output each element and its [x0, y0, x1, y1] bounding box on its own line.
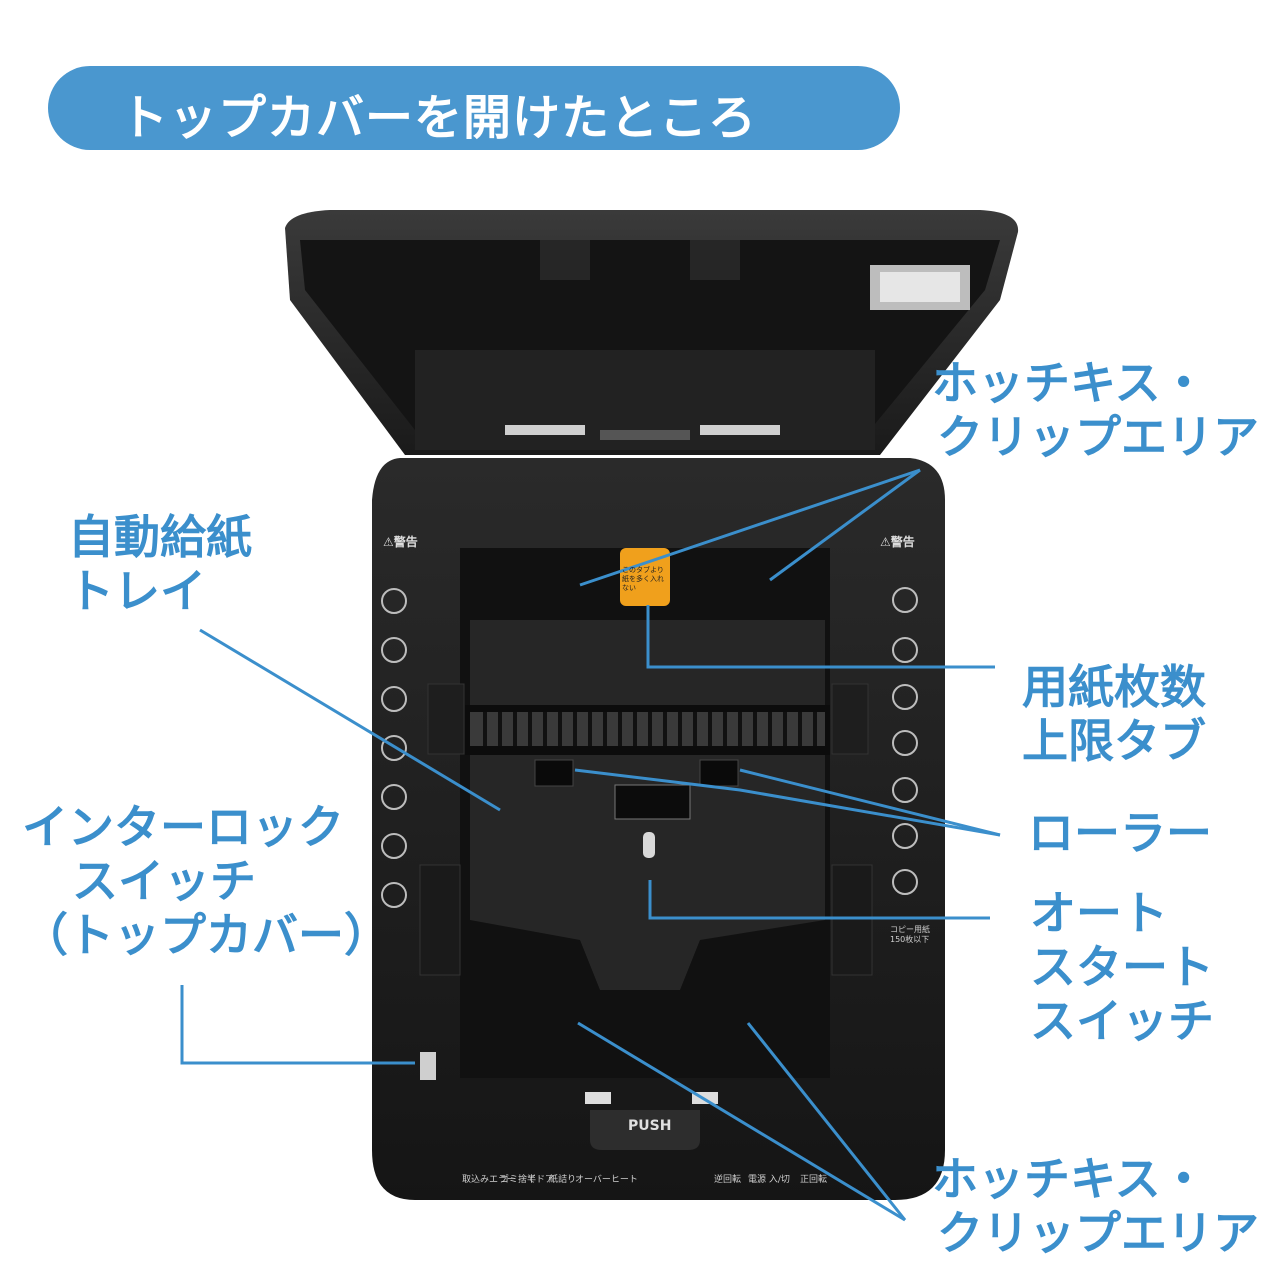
copy-paper-note: コピー用紙 150枚以下: [890, 925, 930, 944]
label-auto-start-switch: オート スタート スイッチ: [1030, 886, 1214, 1048]
page-title: トップカバーを開けたところ: [120, 90, 758, 146]
control-label: 逆回転: [714, 1175, 742, 1185]
control-label: 正回転: [800, 1175, 828, 1185]
shredder-body: [372, 458, 945, 1200]
control-label: 紙詰り: [549, 1175, 577, 1185]
control-label: 取込みエラー: [462, 1175, 517, 1185]
warning-label-right: ⚠警告: [880, 535, 915, 549]
control-label: 電源 入/切: [748, 1175, 790, 1185]
top-cover: [285, 210, 1019, 455]
control-label: ゴミ捨て: [500, 1175, 537, 1185]
label-staple-area-top: ホッチキス・ クリップエリア: [932, 356, 1259, 464]
warning-icons-left: [381, 588, 407, 908]
label-staple-area-bottom: ホッチキス・ クリップエリア: [932, 1152, 1259, 1260]
warning-icons-right: [892, 587, 918, 895]
label-paper-limit-tab: 用紙枚数 上限タブ: [1022, 660, 1206, 768]
push-button-label[interactable]: PUSH: [628, 1118, 672, 1134]
label-interlock-switch: インターロック スイッチ （トップカバー）: [22, 800, 390, 962]
control-label: 半ドア: [527, 1175, 555, 1185]
leader-lines: [180, 468, 1001, 1222]
warning-label-left: ⚠警告: [383, 535, 418, 549]
label-auto-feed-tray: 自動給紙 トレイ: [68, 510, 252, 618]
label-roller: ローラー: [1028, 806, 1212, 860]
control-label: オーバーヒート: [575, 1175, 638, 1185]
title-banner: トップカバーを開けたところ: [48, 66, 900, 150]
paper-limit-tab-text: このタブより紙を多く入れない: [622, 566, 664, 592]
